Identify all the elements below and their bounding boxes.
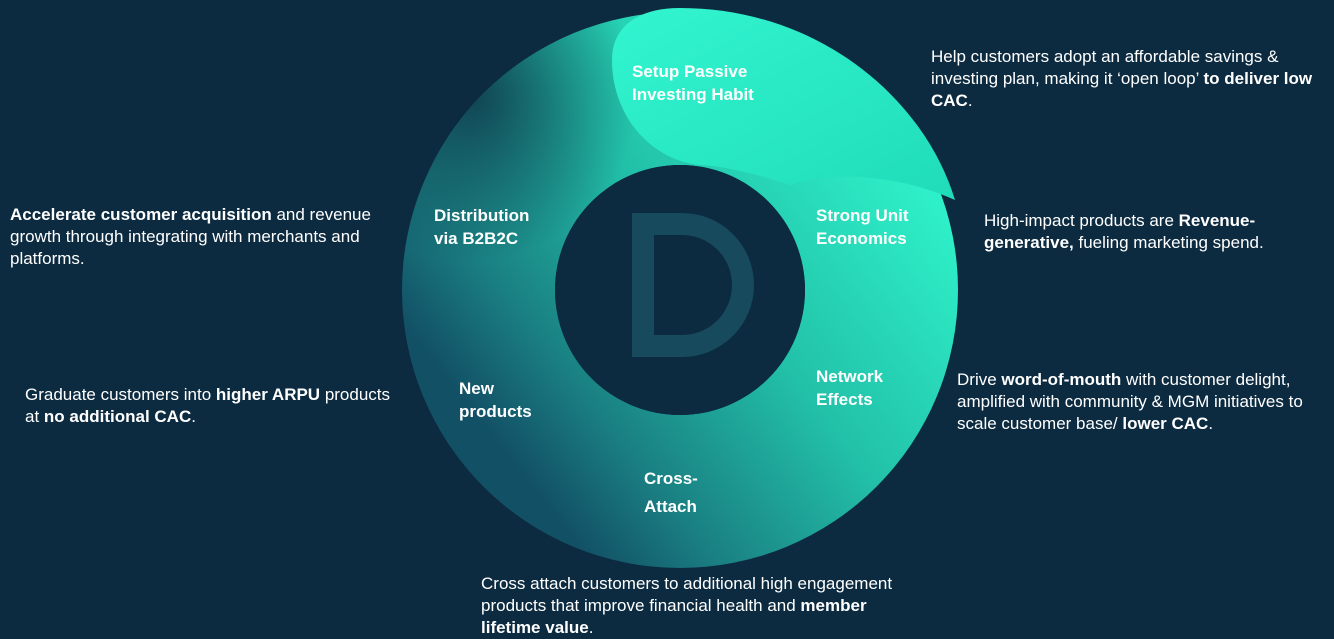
description-emphasis: no additional CAC: [43, 407, 192, 426]
segment-label-new-products: New products: [459, 377, 532, 423]
description-emphasis: Revenue-generative,: [984, 211, 1256, 252]
segment-label-setup: Setup Passive Investing Habit: [632, 60, 754, 106]
segment-line: Strong Unit: [816, 206, 909, 225]
center-hub: [555, 165, 805, 415]
description-distribution: Accelerate customer acquisition and reve…: [10, 204, 395, 270]
segment-line: products: [459, 402, 532, 421]
description-emphasis: higher ARPU: [215, 385, 321, 404]
description-text: .: [191, 407, 196, 426]
segment-line: Investing Habit: [632, 85, 754, 104]
segment-line: Network: [816, 367, 884, 386]
segment-line: Economics: [816, 229, 907, 248]
description-text: .: [588, 618, 594, 637]
description-text: Graduate customers into: [25, 385, 216, 404]
description-emphasis: member lifetime value: [481, 596, 867, 637]
segment-label-network-effects: Network Effects: [816, 365, 883, 411]
description-text: Drive: [957, 370, 1002, 389]
segment-line: Effects: [816, 390, 873, 409]
description-text: High-impact products are: [984, 211, 1179, 230]
setup-blob: [612, 8, 955, 200]
description-new-products: Graduate customers into higher ARPU prod…: [25, 384, 395, 428]
description-cross-attach: Cross attach customers to additional hig…: [481, 573, 901, 639]
description-text: Help customers adopt an affordable savin…: [931, 47, 1279, 88]
description-text: and revenue growth through integrating w…: [10, 205, 371, 268]
description-setup: Help customers adopt an affordable savin…: [931, 46, 1321, 112]
description-network-effects: Drive word-of-mouth with customer deligh…: [957, 369, 1329, 435]
segment-label-unit-economics: Strong Unit Economics: [816, 204, 909, 250]
segment-line: Distribution: [434, 206, 530, 225]
ring-shade: [402, 12, 680, 290]
segment-line: Cross-: [644, 469, 698, 488]
description-emphasis: Accelerate customer acquisition: [10, 205, 272, 224]
segment-label-distribution: Distribution via B2B2C: [434, 204, 529, 250]
description-emphasis: word-of-mouth: [1001, 370, 1122, 389]
description-text: fueling marketing spend.: [1073, 233, 1264, 252]
segment-line: Attach: [644, 497, 697, 516]
segment-line: New: [459, 379, 494, 398]
description-text: .: [967, 91, 973, 110]
description-emphasis: lower CAC: [1122, 414, 1209, 433]
segment-label-cross-attach: Cross- Attach: [644, 465, 698, 521]
description-text: products at: [25, 385, 391, 426]
description-text: Cross attach customers to additional hig…: [481, 574, 893, 615]
segment-line: Setup Passive: [632, 62, 748, 81]
description-text: .: [1208, 414, 1214, 433]
segment-line: via B2B2C: [434, 229, 519, 248]
description-text: with customer delight, amplified with co…: [957, 370, 1303, 433]
description-unit-economics: High-impact products are Revenue-generat…: [984, 210, 1329, 254]
d-logo-icon: [632, 213, 754, 357]
description-emphasis: to deliver low CAC: [931, 69, 1313, 110]
